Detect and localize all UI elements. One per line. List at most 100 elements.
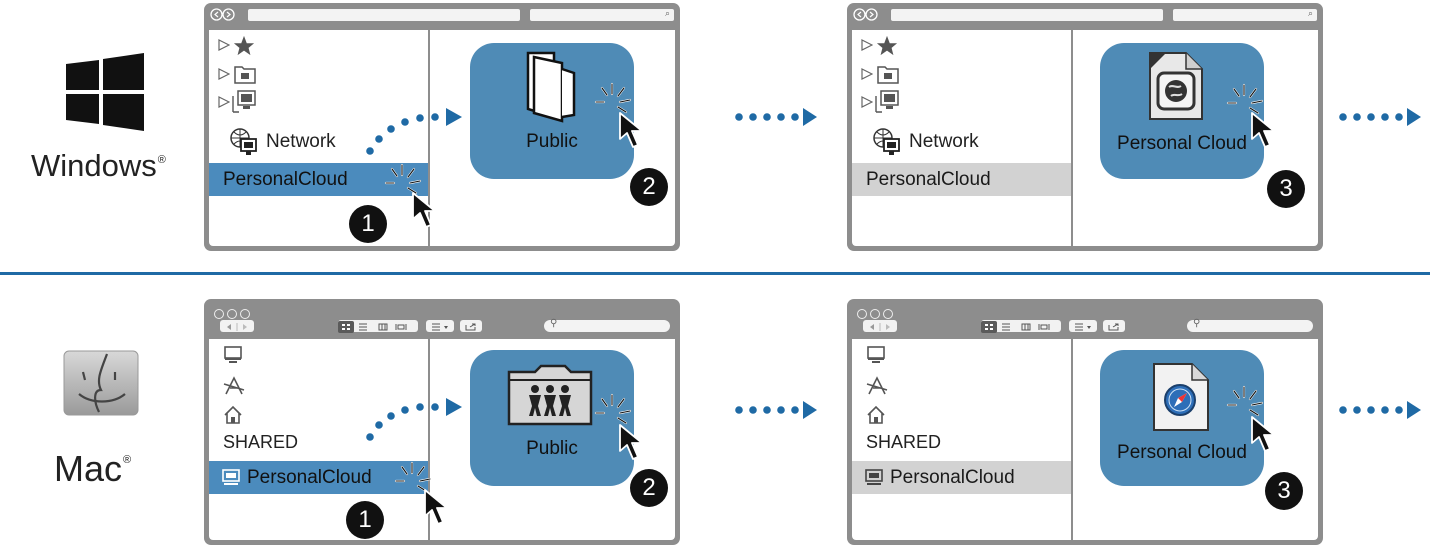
address-bar[interactable] [891,9,1163,21]
curved-arrow-mac [366,398,462,441]
navigation-pane: Network PersonalCloud [852,30,1071,246]
click-burst-icon [1226,385,1264,417]
network-label[interactable]: Network [266,131,336,152]
shared-header: SHARED [866,432,942,452]
network-icon[interactable] [229,127,259,157]
personalcloud-label: PersonalCloud [223,169,348,190]
search-box[interactable]: ⌕ [530,8,674,21]
windows-label: Windows® [31,148,166,183]
sidebar: SHARED PersonalCloud [852,339,1071,540]
share-button[interactable] [460,320,482,332]
back-forward-icon[interactable] [853,8,883,21]
search-icon: ⌕ [1307,8,1313,18]
cursor-icon [619,424,643,460]
share-button[interactable] [1103,320,1125,332]
search-field[interactable]: ⚲ [1187,318,1313,332]
personalcloud-item-selected[interactable]: PersonalCloud [852,461,1071,494]
windows-logo-icon [66,53,144,131]
shared-folder-icon [507,364,593,426]
expand-computer-icon[interactable] [218,96,230,108]
expand-favorites-icon[interactable] [218,39,230,51]
server-icon [865,469,883,485]
star-icon[interactable] [876,35,898,57]
back-forward-buttons[interactable] [220,320,254,332]
click-burst-icon [394,461,432,493]
monitor-icon[interactable] [223,345,243,365]
registered-mark: ® [123,454,132,466]
server-icon [222,469,240,485]
network-icon[interactable] [872,127,902,157]
personalcloud-item-selected[interactable]: PersonalCloud [209,461,428,494]
click-burst-icon [594,82,632,114]
monitor-icon[interactable] [866,345,886,365]
folder-icon[interactable] [234,64,256,84]
folder-icon [526,51,576,123]
applications-icon[interactable] [866,376,888,396]
search-icon: ⚲ [1193,318,1201,329]
content-pane: Personal Cloud [1073,30,1318,246]
web-document-icon [1149,52,1203,120]
expand-libraries-icon[interactable] [218,68,230,80]
search-field[interactable]: ⚲ [544,318,670,332]
expand-favorites-icon[interactable] [861,39,873,51]
step-badge-1: 1 [349,205,387,243]
view-buttons[interactable] [338,320,418,333]
windows-explorer-window-step2: ⌕ Network PersonalCloud Personal Cloud [847,3,1323,251]
home-icon[interactable] [223,405,243,425]
arrange-button[interactable] [1069,320,1097,332]
search-box[interactable]: ⌕ [1173,8,1317,21]
view-buttons[interactable] [981,320,1061,333]
traffic-lights[interactable] [857,306,896,324]
click-burst-icon [384,163,422,195]
folder-icon[interactable] [877,64,899,84]
network-label[interactable]: Network [909,131,979,152]
personalcloud-item-selected[interactable]: PersonalCloud [852,163,1071,196]
cursor-icon [424,489,448,525]
back-forward-icon[interactable] [210,8,240,21]
public-folder-tile[interactable]: Public [470,43,634,179]
expand-libraries-icon[interactable] [861,68,873,80]
home-icon[interactable] [866,405,886,425]
arrange-button[interactable] [426,320,454,332]
click-burst-icon [594,393,632,425]
personal-cloud-tile[interactable]: Personal Cloud [1100,43,1264,179]
star-icon[interactable] [233,35,255,57]
click-burst-icon [1226,83,1264,115]
cursor-icon [619,112,643,148]
step-badge-1: 1 [346,501,384,539]
computer-icon[interactable] [874,90,900,114]
dotted-arrow-right-icon [1339,108,1421,126]
cursor-icon [1251,416,1275,452]
expand-computer-icon[interactable] [861,96,873,108]
cursor-icon [1251,112,1275,148]
address-bar[interactable] [248,9,520,21]
tile-label: Personal Cloud [1117,442,1247,463]
step-badge-2: 2 [630,168,668,206]
step-badge-2: 2 [630,469,668,507]
public-folder-tile[interactable]: Public [470,350,634,486]
personalcloud-label: PersonalCloud [247,467,372,488]
mac-finder-window-step2: ⚲ SHARED PersonalCloud Personal Cloud [847,299,1323,545]
tile-label: Public [526,438,578,459]
step-badge-3: 3 [1265,472,1303,510]
dotted-arrow-right-icon [735,401,817,419]
applications-icon[interactable] [223,376,245,396]
sidebar: SHARED PersonalCloud [209,339,428,540]
personal-cloud-tile[interactable]: Personal Cloud [1100,350,1264,486]
search-icon: ⚲ [550,318,558,329]
dotted-arrow-right-icon [1339,401,1421,419]
computer-icon[interactable] [231,90,257,114]
section-divider [0,272,1430,275]
mac-label: Mac® [54,448,132,489]
tile-label: Personal Cloud [1117,133,1247,154]
back-forward-buttons[interactable] [863,320,897,332]
step-badge-3: 3 [1267,170,1305,208]
content-pane: Public [430,339,675,540]
navigation-pane: Network PersonalCloud [209,30,428,246]
dotted-arrow-right-icon [735,108,817,126]
shared-header: SHARED [223,432,299,452]
search-icon: ⌕ [664,8,670,18]
personalcloud-label: PersonalCloud [890,467,1015,488]
traffic-lights[interactable] [214,306,253,324]
tile-label: Public [526,131,578,152]
